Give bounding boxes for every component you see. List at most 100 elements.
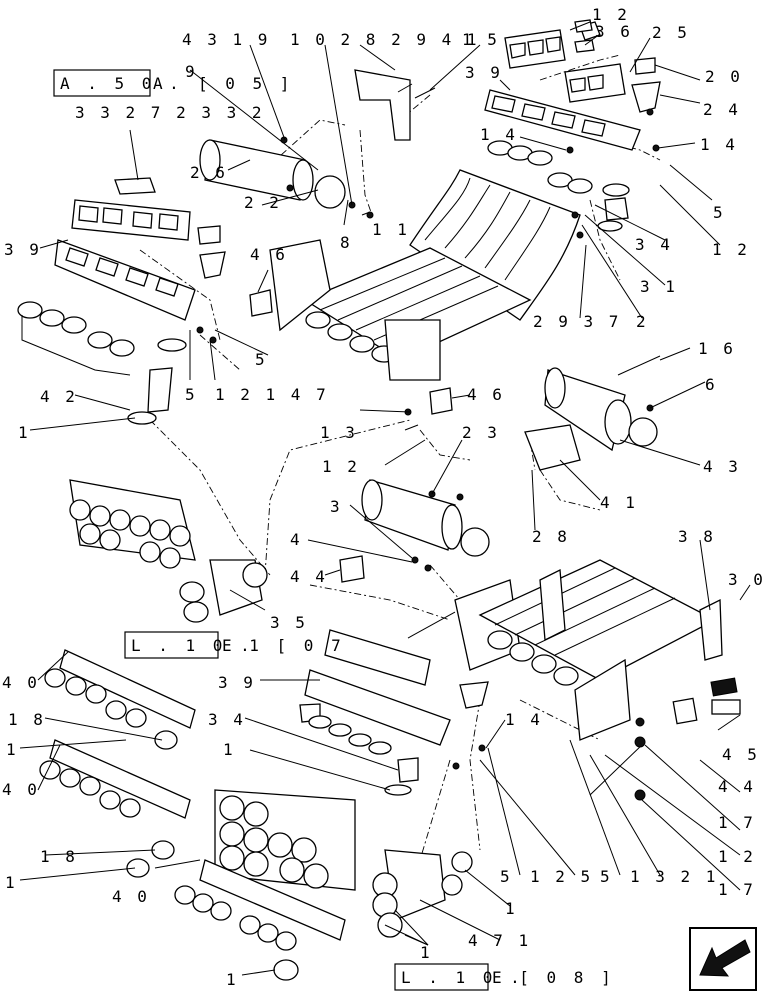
callout: 1 3 2 1 — [630, 867, 718, 886]
callout: 3 4 — [635, 235, 673, 254]
reference-tag-05: [ 0 5 ] — [198, 74, 293, 93]
callout: 3 5 — [270, 613, 308, 632]
callout: 2 8 — [532, 527, 570, 546]
callout: 1 2 — [712, 240, 750, 259]
callout: 9 — [185, 62, 198, 81]
callout: 1 2 1 4 7 — [215, 385, 329, 404]
callout: 5 — [255, 350, 268, 369]
bracket-top-right — [484, 21, 661, 151]
callout: 3 3 2 7 2 3 3 2 — [75, 103, 265, 122]
callout: 3 — [330, 497, 343, 516]
callout: 1 5 — [462, 30, 500, 49]
callout: 4 0 — [2, 673, 40, 692]
callout: 2 5 — [652, 23, 690, 42]
callout: 4 6 — [467, 385, 505, 404]
callout: 4 4 — [290, 567, 328, 586]
callout: 1 — [420, 943, 433, 962]
reference-tag-l10e-07[interactable]: L . 1 0 . E 1 [ 0 7 — [124, 631, 345, 659]
callout: 1 4 — [700, 135, 738, 154]
callout: 1 — [223, 740, 236, 759]
callout: 1 — [226, 970, 239, 989]
callout: 2 4 — [703, 100, 741, 119]
callout: 1 1 — [372, 220, 410, 239]
callout: 1 — [6, 740, 19, 759]
callout: 1 6 — [698, 339, 736, 358]
callout: 1 — [5, 873, 18, 892]
reference-tag-a50-box: A . 5 0 . — [60, 74, 183, 93]
callout: 3 9 — [4, 240, 42, 259]
callout: 2 9 3 7 — [533, 312, 621, 331]
callout: 5 — [713, 203, 726, 222]
spool-row-left — [17, 301, 187, 425]
callout: 3 4 — [208, 710, 246, 729]
callout: 1 3 — [320, 423, 358, 442]
bracket-left — [54, 177, 226, 321]
manifold-left-upper — [69, 479, 196, 569]
callout: 2 6 — [190, 163, 228, 182]
seal-rail-middle — [39, 739, 191, 878]
callout: 1 — [18, 423, 31, 442]
callout: 4 0 — [112, 887, 150, 906]
assembly-paths — [139, 54, 661, 891]
callout: 1 8 — [40, 847, 78, 866]
callout: 4 — [290, 530, 303, 549]
callout: 3 6 — [595, 22, 633, 41]
callout: 5 — [500, 867, 513, 886]
callout: 4 6 — [250, 245, 288, 264]
callout: 5 — [600, 867, 613, 886]
callout: 3 1 — [640, 277, 678, 296]
callout: 5 — [185, 385, 198, 404]
cylinder-26 — [199, 139, 346, 209]
callout: 1 8 — [8, 710, 46, 729]
fitting-35 — [179, 559, 268, 623]
reference-tag-l10e-tail: E 1 [ 0 7 — [222, 636, 345, 655]
callout: 4 4 — [718, 777, 756, 796]
fitting-bottom — [372, 849, 473, 938]
reference-tag-a50[interactable]: A . 5 0 . A [ 0 5 ] — [53, 69, 293, 97]
back-arrow-icon[interactable] — [689, 927, 757, 991]
seal-rail-upper — [44, 649, 196, 750]
callout: 4 0 — [2, 780, 40, 799]
central-frame-assembly — [269, 69, 581, 381]
callout: 1 — [505, 899, 518, 918]
reference-tag-l10e-box: L . 1 0 . — [131, 636, 254, 655]
reference-tag-l10e-08-tail: E [ 0 8 ] — [492, 968, 615, 987]
reference-tag-l10e-08[interactable]: L . 1 0 . E [ 0 8 ] — [394, 963, 615, 991]
bracket-bottom — [299, 629, 489, 796]
callout: 1 2 5 — [530, 867, 593, 886]
manifold-center-lower — [214, 789, 356, 891]
fasteners — [196, 83, 661, 770]
callout: 1 0 2 8 2 9 4 1 — [290, 30, 480, 49]
seal-rail-lower — [174, 859, 346, 981]
callout: 4 2 — [40, 387, 78, 406]
callout: 4 3 — [703, 457, 741, 476]
callout: 3 9 — [218, 673, 256, 692]
callout: 1 4 — [480, 125, 518, 144]
callout-labels: 1 2 3 6 2 5 2 0 2 4 1 4 1 4 5 1 2 3 4 3 … — [2, 5, 764, 989]
callout: 4 1 — [600, 493, 638, 512]
callout: 3 8 — [678, 527, 716, 546]
callout: 2 2 — [244, 193, 282, 212]
callout: 4 7 1 — [468, 931, 531, 950]
reference-tag-a50-tail: A — [153, 74, 167, 93]
callout: 4 5 — [722, 745, 760, 764]
callout: 8 — [340, 233, 353, 252]
callout: 2 3 — [462, 423, 500, 442]
cylinder-16 — [524, 367, 658, 471]
callout: 2 0 — [705, 67, 743, 86]
callout: 1 7 — [718, 813, 756, 832]
callout: 1 2 — [718, 847, 756, 866]
callout: 2 — [636, 312, 649, 331]
leader-lines — [19, 21, 751, 976]
lower-right-frame — [454, 559, 741, 801]
callout: 1 2 — [322, 457, 360, 476]
callout: 4 3 1 9 — [182, 30, 270, 49]
callout: 1 4 — [505, 710, 543, 729]
callout: 3 0 — [728, 570, 764, 589]
spool-row-top-right — [487, 140, 630, 232]
callout: 3 9 — [465, 63, 503, 82]
callout: 1 7 — [718, 880, 756, 899]
callout: 6 — [705, 375, 718, 394]
callout: 1 2 — [592, 5, 630, 24]
